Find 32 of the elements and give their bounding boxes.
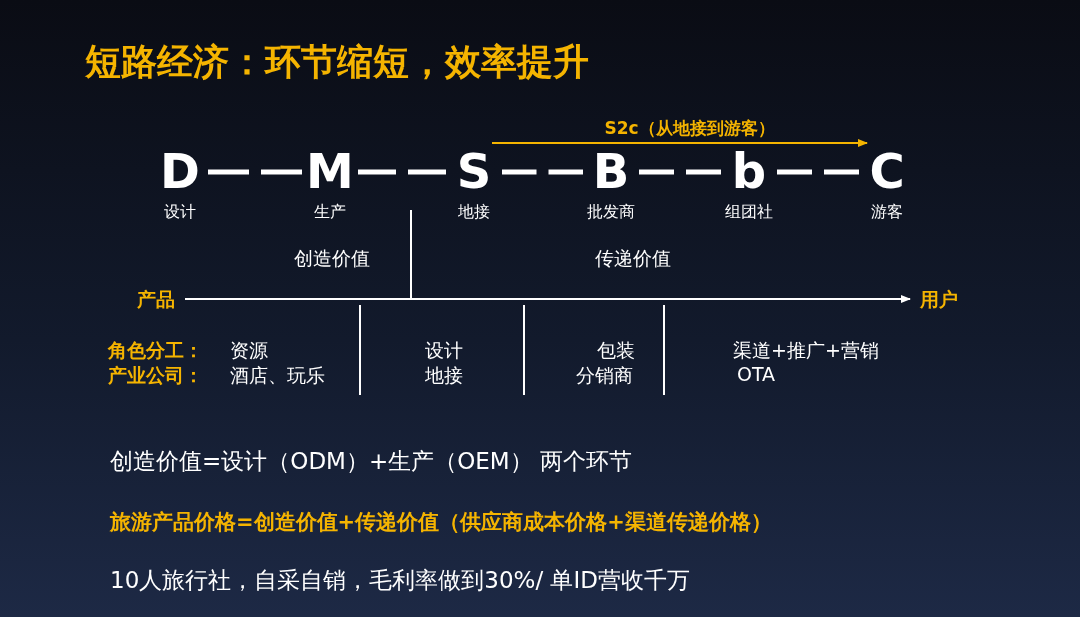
row-heading: 产业公司： <box>108 363 203 388</box>
formula-text: 旅游产品价格=创造价值+传递价值（供应商成本价格+渠道传递价格） <box>110 509 772 536</box>
chain-stage: b 组团社 <box>721 146 777 222</box>
chain-stage: S 地接 <box>446 146 502 222</box>
chain-stage: B 批发商 <box>583 146 639 222</box>
chain-stage: M 生产 <box>302 146 358 222</box>
dashed-connector <box>502 169 583 175</box>
cell-text: 包装 <box>597 338 635 363</box>
formula-text: 创造价值=设计（ODM）+生产（OEM） 两个环节 <box>110 447 632 476</box>
dashed-connector <box>639 169 721 175</box>
axis-end-label: 产品 <box>137 288 175 310</box>
note-text: 10人旅行社，自采自销，毛利率做到30%/ 单ID营收千万 <box>110 566 690 595</box>
arrow <box>491 139 868 147</box>
chain-stage: D 设计 <box>152 146 208 222</box>
cell-text: 渠道+推广+营销 <box>733 338 879 363</box>
cell-text: 地接 <box>425 363 463 388</box>
section-label: 创造价值 <box>294 246 370 271</box>
section-label: 传递价值 <box>595 246 671 271</box>
edge-label: S2c（从地接到游客） <box>604 117 775 140</box>
cell-text: 资源 <box>230 338 268 363</box>
cell-text: OTA <box>737 363 776 385</box>
dashed-connector <box>208 169 302 175</box>
slide-title: 短路经济：环节缩短，效率提升 <box>85 40 589 84</box>
cell-text: 分销商 <box>576 363 633 388</box>
dashed-connector <box>358 169 446 175</box>
chain-stage: C 游客 <box>859 146 915 222</box>
dashed-connector <box>777 169 859 175</box>
cell-text: 酒店、玩乐 <box>230 363 325 388</box>
axis-end-label: 用户 <box>920 288 958 310</box>
arrow <box>184 295 911 303</box>
cell-text: 设计 <box>425 338 463 363</box>
row-heading: 角色分工： <box>108 338 203 363</box>
